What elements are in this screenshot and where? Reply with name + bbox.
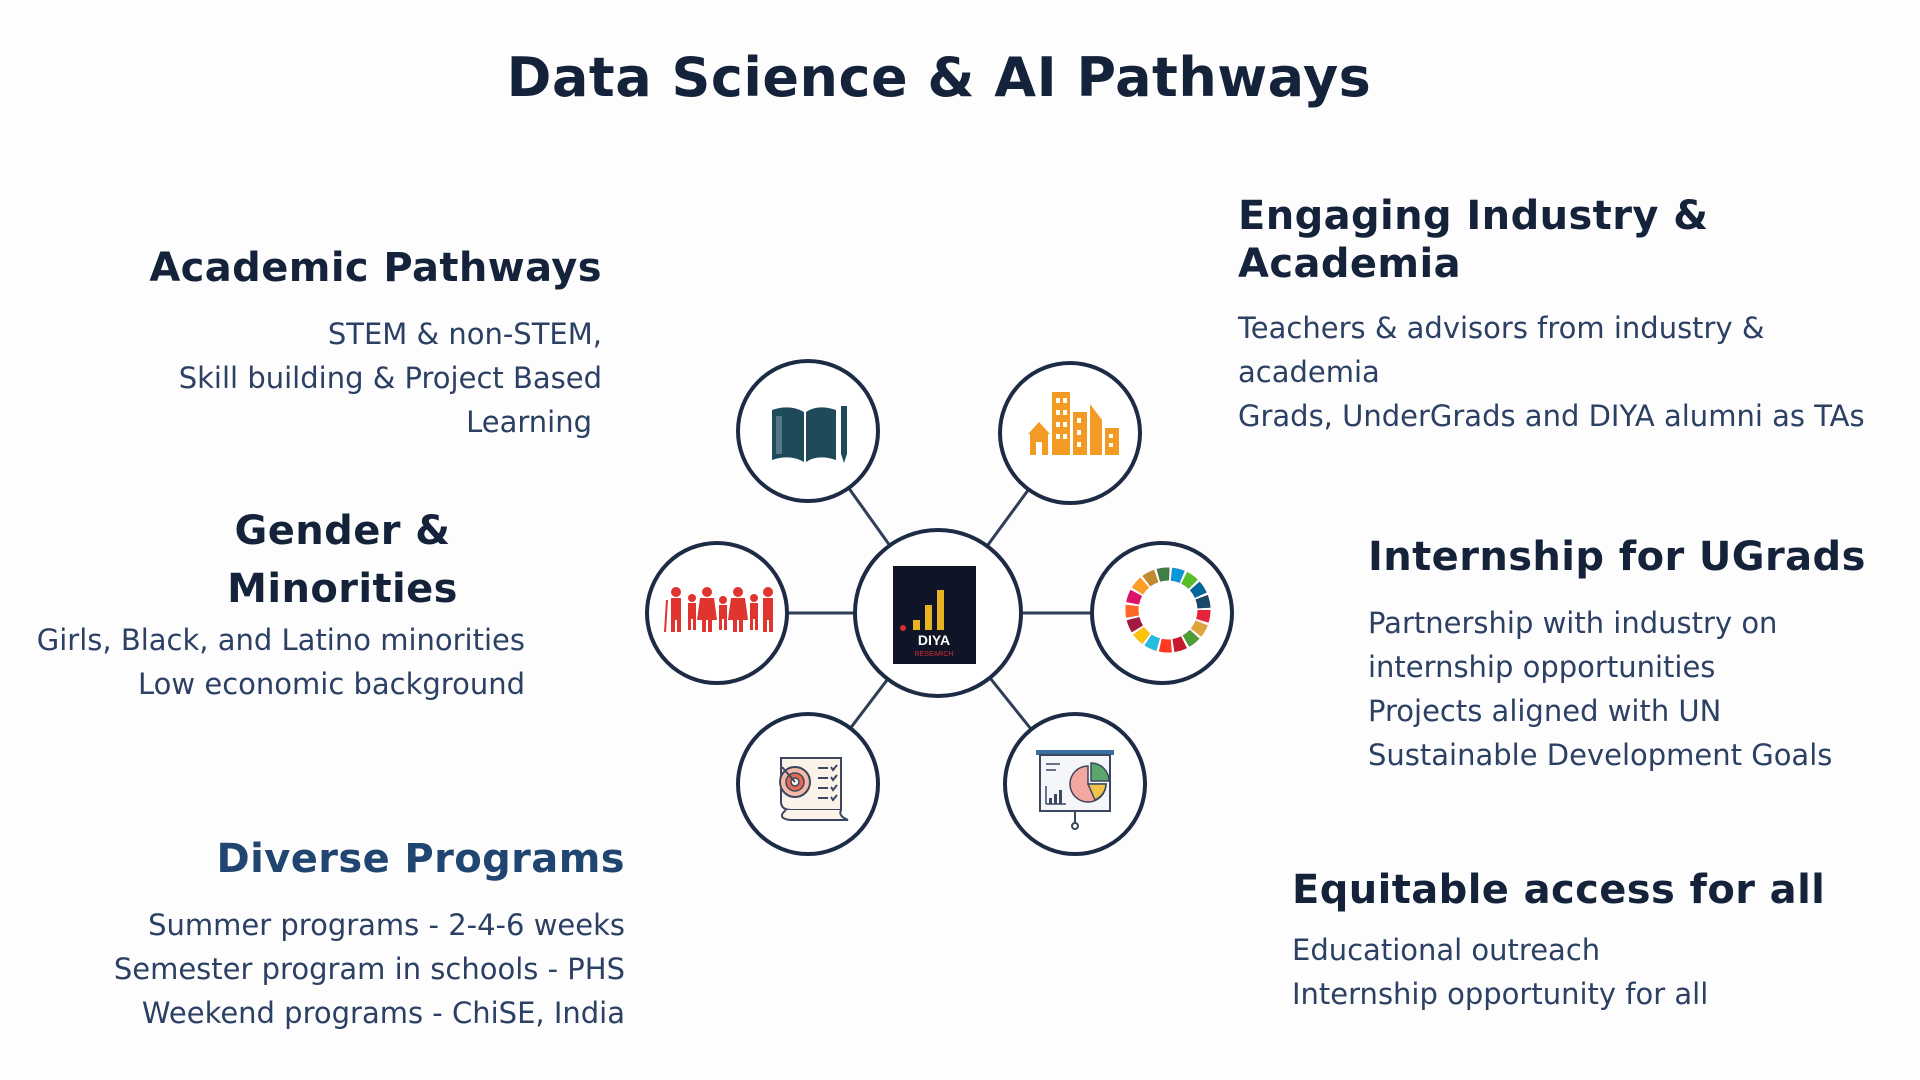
sdg-wheel-icon (1125, 567, 1211, 653)
diverse-programs-heading: Diverse Programs (216, 836, 625, 882)
internship-heading: Internship for UGrads (1368, 534, 1866, 580)
internship-line: Sustainable Development Goals (1368, 738, 1833, 772)
diverse-line: Semester program in schools - PHS (113, 952, 625, 986)
academic-pathways-section: Academic Pathways STEM & non-STEM, Skill… (60, 244, 602, 444)
city-node (998, 361, 1142, 505)
gender-minorities-section: Gender & Minorities Girls, Black, and La… (20, 502, 525, 706)
book-pencil-icon (772, 406, 847, 463)
internship-line: internship opportunities (1368, 650, 1716, 684)
diverse-line: Summer programs - 2-4-6 weeks (148, 908, 625, 942)
academic-line: Learning (466, 405, 592, 439)
internship-section: Internship for UGrads Partnership with i… (1368, 533, 1908, 777)
gender-minorities-heading: Gender & Minorities (227, 508, 458, 612)
gender-line: Low economic background (138, 667, 525, 701)
presentation-node (1003, 712, 1147, 856)
center-hub-node: DIYA RESEARCH (853, 528, 1023, 698)
target-checklist-node (736, 712, 880, 856)
engaging-industry-heading: Engaging Industry & Academia (1238, 193, 1709, 287)
equitable-access-heading: Equitable access for all (1292, 867, 1826, 913)
internship-line: Partnership with industry on (1368, 606, 1778, 640)
logo-subtitle: RESEARCH (915, 651, 954, 658)
sdg-node (1090, 541, 1234, 685)
book-node (736, 359, 880, 503)
family-node (645, 541, 789, 685)
equitable-access-section: Equitable access for all Educational out… (1292, 866, 1852, 1016)
logo-name: DIYA (918, 632, 950, 648)
industry-line: Grads, UnderGrads and DIYA alumni as TAs (1238, 399, 1865, 433)
presentation-chart-icon (1036, 750, 1114, 830)
academic-line: STEM & non-STEM, (327, 317, 602, 351)
academic-line: Skill building & Project Based (178, 361, 602, 395)
engaging-industry-section: Engaging Industry & Academia Teachers & … (1238, 192, 1918, 438)
diverse-programs-section: Diverse Programs Summer programs - 2-4-6… (60, 835, 625, 1035)
family-icon (664, 587, 773, 633)
equitable-line: Internship opportunity for all (1292, 977, 1709, 1011)
industry-line: Teachers & advisors from industry & acad… (1238, 311, 1765, 389)
diya-logo: DIYA RESEARCH (893, 566, 976, 664)
city-buildings-icon (1028, 392, 1119, 455)
page-title: Data Science & AI Pathways (506, 46, 1372, 109)
internship-line: Projects aligned with UN (1368, 694, 1722, 728)
academic-pathways-heading: Academic Pathways (149, 245, 602, 291)
gender-line: Girls, Black, and Latino minorities (36, 623, 525, 657)
diverse-line: Weekend programs - ChiSE, India (141, 996, 625, 1030)
target-checklist-icon (779, 757, 849, 821)
equitable-line: Educational outreach (1292, 933, 1601, 967)
